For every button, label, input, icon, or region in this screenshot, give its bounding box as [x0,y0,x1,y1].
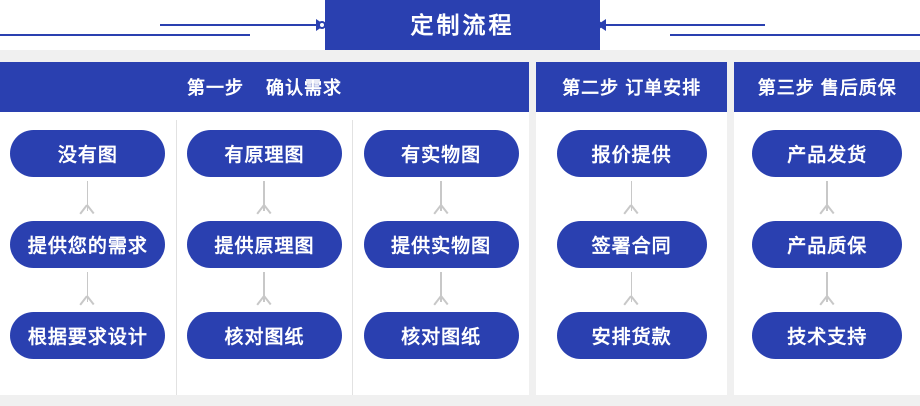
step-pill[interactable]: 产品质保 [752,221,903,268]
step-pill[interactable]: 有原理图 [186,130,342,177]
column-body-step-2: 报价提供 签署合同 安排货款 [536,112,728,395]
down-arrow-icon [622,268,642,312]
column-header-step-2-number: 第二步 [562,78,620,98]
down-arrow-icon [254,177,274,221]
step-pill[interactable]: 没有图 [10,130,166,177]
column-header-step-1-number: 第一步 [186,78,244,98]
step-pill[interactable]: 提供实物图 [363,221,519,268]
decorative-line-right-upper [600,24,765,26]
panel-divider-1 [529,62,536,63]
page-title: 定制流程 [410,11,515,38]
column-header-step-3: 第三步 售后质保 [734,62,920,112]
column-header-step-2-label: 订单安排 [625,78,702,98]
title-banner: 定制流程 [0,0,920,50]
down-arrow-icon [78,177,98,221]
step-pill[interactable]: 报价提供 [556,130,707,177]
down-arrow-icon [622,177,642,221]
step-pill[interactable]: 产品发货 [752,130,903,177]
track-physical-photo: 有实物图 提供实物图 核对图纸 [352,120,529,395]
process-column-step-2: 第二步 订单安排 报价提供 签署合同 安排货款 [535,62,728,395]
process-panels: 第一步 确认需求 没有图 提供您的需求 根据要求设计 有原理图 提供原理图 [0,62,920,406]
column-body-step-3: 产品发货 产品质保 技术支持 [734,112,920,395]
track-schematic-drawing: 有原理图 提供原理图 核对图纸 [175,120,353,395]
separator-strip [0,50,920,62]
step-pill[interactable]: 根据要求设计 [10,312,166,359]
column-header-step-1-label: 确认需求 [265,78,342,98]
page-title-badge: 定制流程 [325,0,600,50]
down-arrow-icon [431,268,451,312]
track-order-arrangement: 报价提供 签署合同 安排货款 [536,120,728,395]
step-pill[interactable]: 安排货款 [556,312,707,359]
step-pill[interactable]: 签署合同 [556,221,707,268]
process-column-step-3: 第三步 售后质保 产品发货 产品质保 技术支持 [734,62,920,395]
decorative-line-left-upper [160,24,325,26]
step-pill[interactable]: 核对图纸 [186,312,342,359]
process-column-step-1: 第一步 确认需求 没有图 提供您的需求 根据要求设计 有原理图 提供原理图 [0,62,529,395]
column-header-step-2: 第二步 订单安排 [535,62,728,112]
track-after-sales: 产品发货 产品质保 技术支持 [734,120,920,395]
down-arrow-icon [431,177,451,221]
column-header-step-1: 第一步 确认需求 [0,62,529,112]
step-pill[interactable]: 提供您的需求 [10,221,166,268]
decorative-line-left-lower [0,34,250,36]
track-no-drawing: 没有图 提供您的需求 根据要求设计 [0,120,176,395]
step-pill[interactable]: 有实物图 [363,130,519,177]
step-pill[interactable]: 技术支持 [752,312,903,359]
down-arrow-icon [817,268,837,312]
step-pill[interactable]: 核对图纸 [363,312,519,359]
panel-divider-2 [727,62,734,63]
down-arrow-icon [254,268,274,312]
down-arrow-icon [817,177,837,221]
column-header-step-3-number: 第三步 [757,78,815,98]
decorative-line-right-lower [670,34,920,36]
column-header-step-3-label: 售后质保 [820,78,897,98]
column-body-step-1: 没有图 提供您的需求 根据要求设计 有原理图 提供原理图 核对图纸 有实物图 [0,112,529,395]
step-pill[interactable]: 提供原理图 [186,221,342,268]
down-arrow-icon [78,268,98,312]
